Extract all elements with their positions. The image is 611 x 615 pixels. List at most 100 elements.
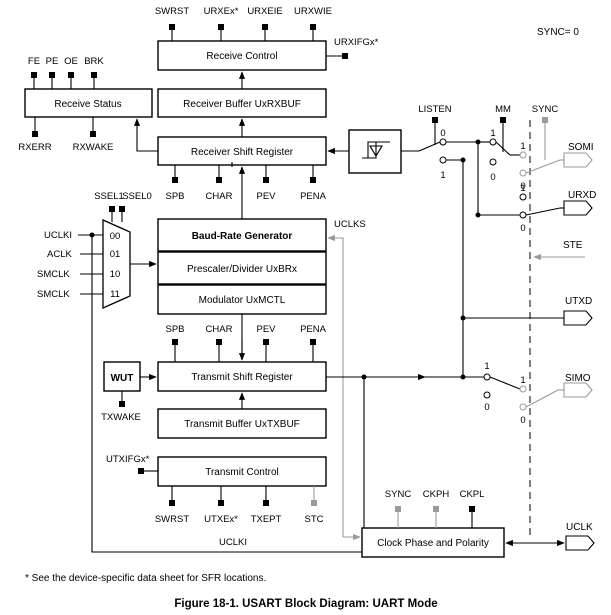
urxex-label: URXEx* [204, 6, 239, 17]
prescaler-block: Prescaler/Divider UxBRx [157, 251, 327, 285]
receive-status-block: Receive Status [24, 88, 153, 118]
receive-status-label: Receive Status [54, 99, 121, 110]
wut-block: WUT [103, 361, 141, 392]
uclk-label: UCLK [566, 522, 593, 533]
receiver-shift-label: Receiver Shift Register [191, 147, 294, 158]
pev-rx-label: PEV [256, 191, 276, 202]
stc-label: STC [305, 514, 324, 525]
simo-1-label: 1 [520, 375, 525, 386]
receiver-shift-controls: SPB CHAR PEV PENA [165, 165, 327, 202]
urxwie-label: URXWIE [294, 6, 332, 17]
fe-label: FE [28, 56, 40, 67]
somi-0-label: 0 [520, 181, 525, 192]
ssel0-label: SSEL0 [122, 191, 152, 202]
pena-rx-label: PENA [300, 191, 327, 202]
listen-0-label: 0 [440, 128, 445, 139]
urxd-0-label: 0 [520, 223, 525, 234]
mm-label: MM [495, 104, 511, 115]
listen-1-label: 1 [440, 170, 445, 181]
tx-1-label: 1 [484, 361, 489, 372]
somi-1-label: 1 [520, 141, 525, 152]
rxwake-label: RXWAKE [73, 142, 114, 153]
figure-caption: Figure 18-1. USART Block Diagram: UART M… [174, 598, 437, 610]
urxifgx-label: URXIFGx* [334, 37, 379, 48]
char-rx-label: CHAR [206, 191, 233, 202]
receiver-buffer-block: Receiver Buffer UxRXBUF [157, 88, 327, 118]
baud-gen-label: Baud-Rate Generator [192, 231, 293, 242]
spb-tx-label: SPB [165, 324, 184, 335]
pena-tx-label: PENA [300, 324, 327, 335]
mux-code-00: 00 [110, 231, 121, 242]
tx-0-label: 0 [484, 402, 489, 413]
urxd-pin [563, 200, 593, 216]
utxd-label: UTXD [565, 296, 592, 307]
footnote: * See the device-specific data sheet for… [25, 573, 266, 584]
receive-status-signals: FE PE OE BRK RXERR RXWAKE [18, 56, 113, 153]
mux-code-10: 10 [110, 269, 121, 280]
transmit-control-label: Transmit Control [205, 467, 279, 478]
txept-label: TXEPT [251, 514, 282, 525]
somi-pin [563, 152, 593, 168]
sync-note: SYNC= 0 [537, 27, 579, 38]
wut-label: WUT [111, 373, 134, 384]
transmit-shift-register-block: Transmit Shift Register [157, 361, 327, 392]
mm-1-label: 1 [490, 128, 495, 139]
swrst-bottom-label: SWRST [155, 514, 190, 525]
receiver-shift-register-block: Receiver Shift Register [157, 136, 327, 166]
pev-tx-label: PEV [256, 324, 276, 335]
mux-code-11: 11 [110, 289, 120, 300]
simo-pin [563, 382, 593, 398]
utxd-pin [563, 310, 593, 326]
clock-phase-polarity-block: Clock Phase and Polarity [361, 527, 505, 558]
modulator-label: Modulator UxMCTL [199, 295, 286, 306]
mm-0-label: 0 [490, 172, 495, 183]
deglitch-filter-block [348, 129, 402, 174]
transmit-control-block: Transmit Control [157, 456, 327, 487]
transmit-shift-controls: SPB CHAR PEV PENA [165, 324, 327, 362]
clock-source-mux: 00 01 10 11 [102, 218, 131, 310]
ssel1-label: SSEL1 [94, 191, 124, 202]
mux-input-uclki: UCLKI [44, 230, 72, 241]
somi-label: SOMI [568, 142, 594, 153]
ckpl-label: CKPL [460, 489, 485, 500]
uclk-pin [565, 535, 595, 551]
char-tx-label: CHAR [206, 324, 233, 335]
baud-rate-generator-block: Baud-Rate Generator [157, 218, 327, 252]
utxex-label: UTXEx* [204, 514, 238, 525]
urxd-label: URXD [568, 190, 596, 201]
pe-label: PE [46, 56, 59, 67]
listen-label: LISTEN [418, 104, 451, 115]
simo-0-label: 0 [520, 415, 525, 426]
txwake-label: TXWAKE [101, 412, 141, 423]
receive-control-block: Receive Control [157, 40, 327, 71]
rxerr-label: RXERR [18, 142, 51, 153]
transmit-buffer-block: Transmit Buffer UxTXBUF [157, 408, 327, 439]
uclki-bottom-label: UCLKI [219, 537, 247, 548]
simo-label: SIMO [565, 373, 591, 384]
ckph-label: CKPH [423, 489, 450, 500]
modulator-block: Modulator UxMCTL [157, 284, 327, 315]
receive-control-inputs: SWRST URXEx* URXEIE URXWIE URXIFGx* [155, 6, 379, 59]
transmit-shift-label: Transmit Shift Register [191, 372, 293, 383]
clock-phase-label: Clock Phase and Polarity [377, 538, 489, 549]
sync-top-label: SYNC [532, 104, 559, 115]
receiver-buffer-label: Receiver Buffer UxRXBUF [183, 99, 301, 110]
sync-bottom-label: SYNC [385, 489, 412, 500]
urxeie-label: URXEIE [247, 6, 282, 17]
utxifgx-label: UTXIFGx* [106, 454, 150, 465]
mux-input-smclk-2: SMCLK [37, 289, 70, 300]
mux-input-smclk-1: SMCLK [37, 269, 70, 280]
ste-label: STE [563, 240, 583, 251]
mux-input-aclk: ACLK [47, 249, 72, 260]
urxd-1-label: 1 [520, 183, 525, 194]
mux-code-01: 01 [110, 249, 121, 260]
receive-control-label: Receive Control [206, 51, 277, 62]
transmit-buffer-label: Transmit Buffer UxTXBUF [184, 419, 300, 430]
prescaler-label: Prescaler/Divider UxBRx [187, 264, 297, 275]
transmit-control-signals: SWRST UTXEx* TXEPT STC [155, 486, 324, 525]
swrst-top-label: SWRST [155, 6, 190, 17]
oe-label: OE [64, 56, 78, 67]
spb-rx-label: SPB [165, 191, 184, 202]
uclks-label: UCLKS [334, 219, 366, 230]
